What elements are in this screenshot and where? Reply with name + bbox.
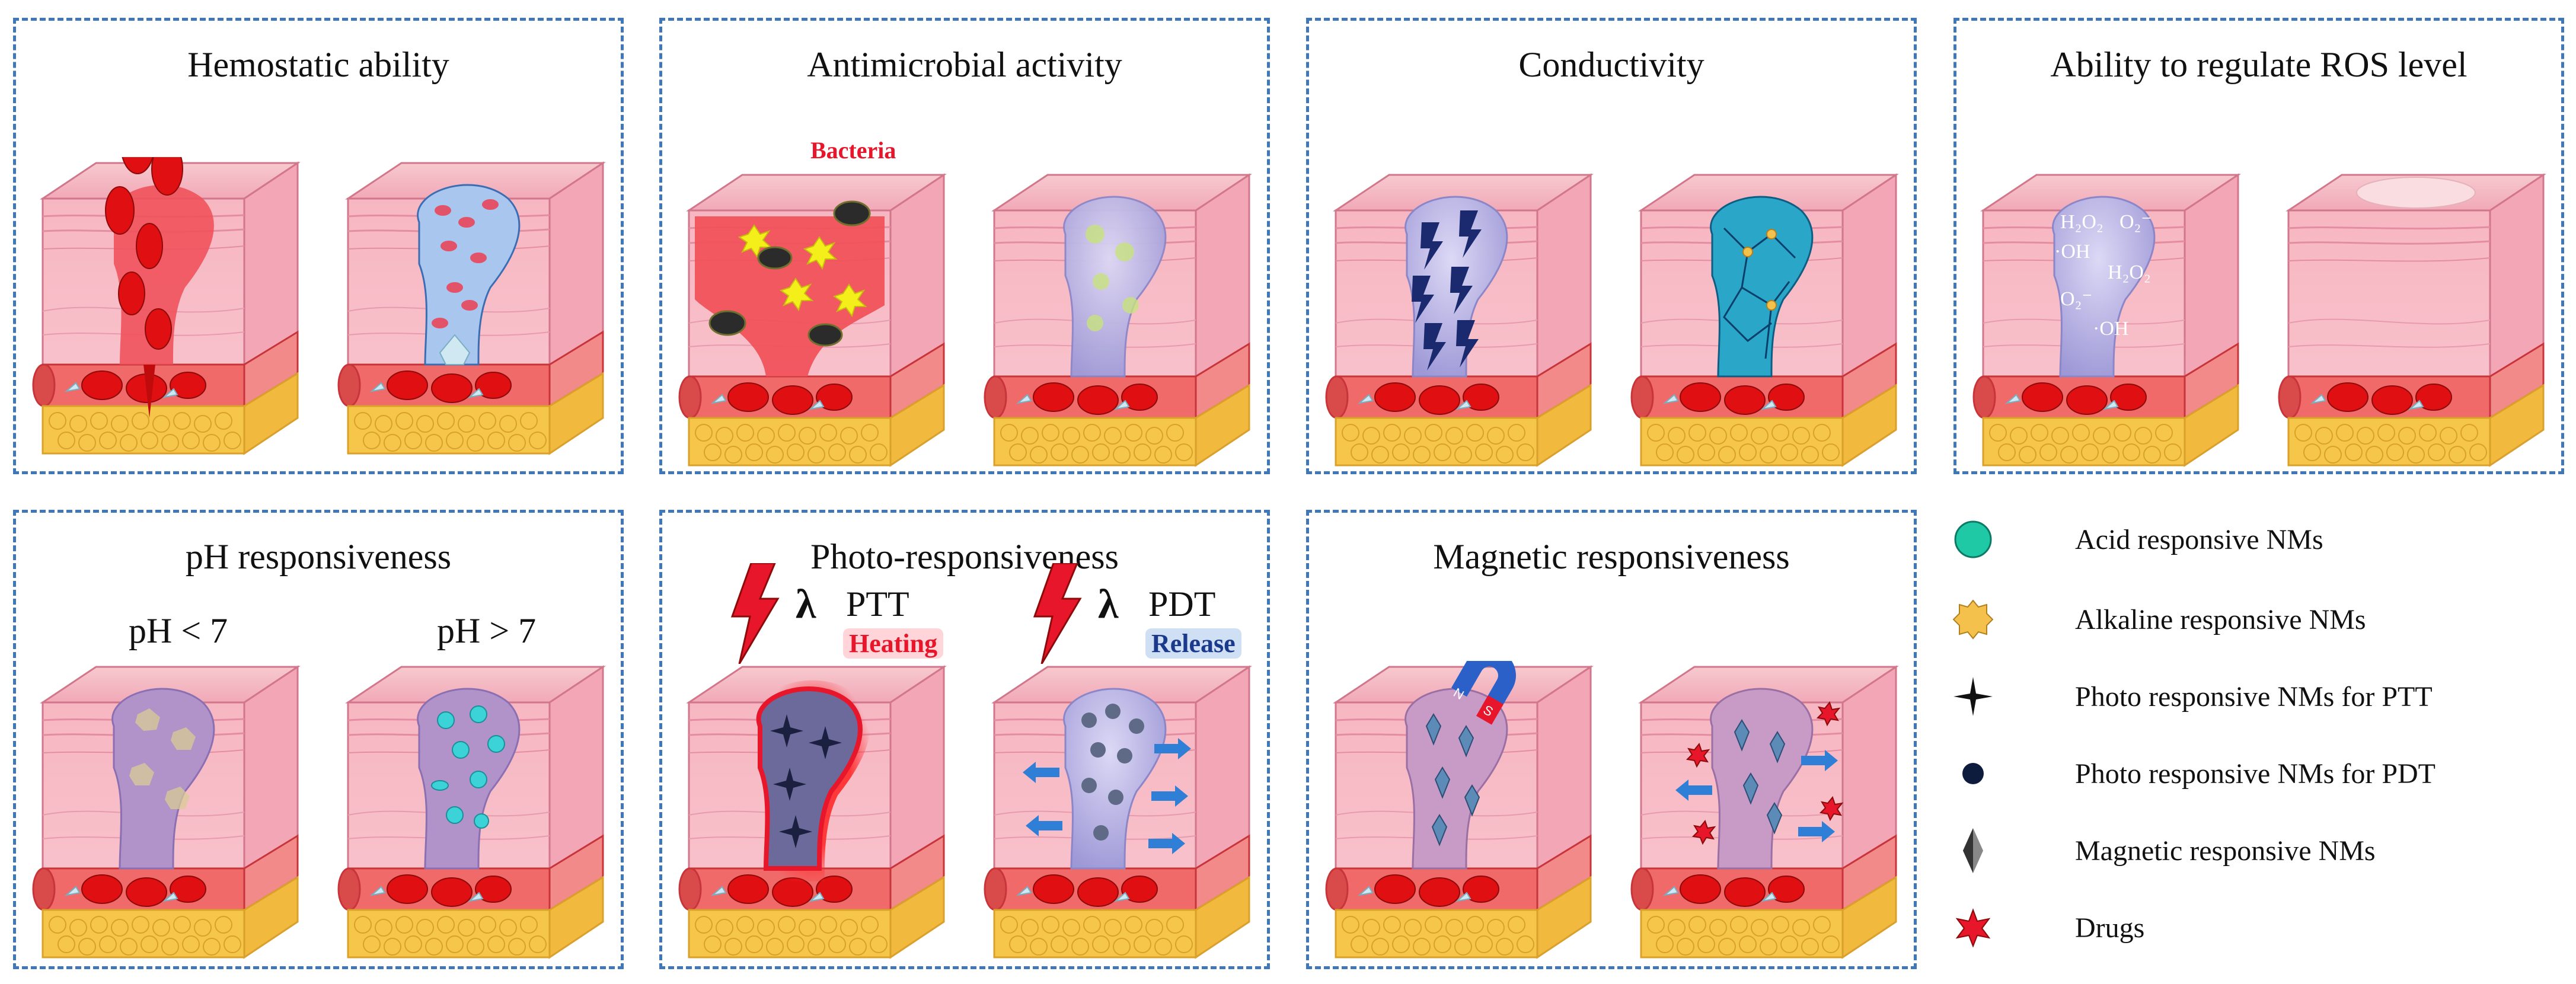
legend-label: Acid responsive NMs	[2075, 523, 2323, 555]
ros-species: ·OH	[2054, 241, 2090, 263]
legend-item-drugs: Drugs	[1955, 901, 2145, 954]
skin-block-alkaline	[336, 661, 615, 963]
panel-antimicrobial: Antimicrobial activity Bacteria	[659, 18, 1270, 474]
laser-bolt-icon	[727, 562, 781, 667]
panel-title: Conductivity	[1518, 45, 1704, 84]
pdt-nm-icon	[1962, 763, 1984, 784]
legend-label: Photo responsive NMs for PTT	[2075, 681, 2433, 713]
skin-block-pdt	[982, 661, 1261, 963]
skin-block-magnetic-release	[1629, 661, 1908, 963]
ptt-label: PTT	[846, 584, 909, 624]
ros-species: ·OH	[2093, 318, 2128, 340]
lambda-symbol: λ	[1098, 582, 1119, 627]
magnet-icon: N S	[1451, 661, 1516, 725]
skin-block-infected	[677, 169, 956, 471]
legend-item-alkaline: Alkaline responsive NMs	[1952, 593, 2366, 646]
legend-item-acid: Acid responsive NMs	[1954, 513, 2323, 566]
ros-species: H₂O₂	[2060, 211, 2103, 233]
skin-block-ptt	[677, 661, 956, 963]
ros-species: H₂O₂	[2108, 261, 2151, 283]
ros-species: O₂⁻	[2060, 288, 2092, 310]
skin-block-conductive-gel	[1324, 169, 1603, 471]
panel-ph: pH responsiveness pH < 7 pH > 7	[13, 510, 624, 969]
ptt-nm-icon	[1953, 677, 1993, 716]
lambda-symbol: λ	[796, 582, 816, 627]
skin-block-hemostasis	[336, 157, 615, 459]
panel-title: Ability to regulate ROS level	[2050, 45, 2468, 84]
skin-block-acidic	[31, 661, 309, 963]
heating-tag: Heating	[843, 628, 944, 659]
skin-block-bleeding	[31, 157, 309, 459]
skin-block-healed	[2277, 169, 2555, 471]
panel-title: Hemostatic ability	[187, 45, 449, 84]
skin-block-magnetic: N S	[1324, 661, 1603, 963]
panel-title: pH responsiveness	[185, 537, 452, 576]
alkaline-nm-icon	[1952, 599, 1994, 640]
panel-magnetic: Magnetic responsiveness N S	[1306, 510, 1917, 969]
panel-hemostatic: Hemostatic ability	[13, 18, 624, 474]
pdt-label: PDT	[1148, 584, 1216, 624]
legend-item-magnetic: Magnetic responsive NMs	[1956, 824, 2376, 877]
panel-title: Magnetic responsiveness	[1433, 537, 1790, 576]
magnetic-nm-icon	[1963, 828, 1983, 873]
skin-block-conductive-network	[1629, 169, 1908, 471]
acidic-label: pH < 7	[129, 611, 228, 650]
panel-ros: Ability to regulate ROS level H₂O₂ O₂⁻ ·…	[1953, 18, 2564, 474]
bacteria-label: Bacteria	[810, 137, 896, 164]
legend-label: Drugs	[2075, 912, 2145, 944]
panel-photo: Photo-responsiveness λ PTT Heating λ PDT…	[659, 510, 1270, 969]
laser-bolt-icon	[1030, 562, 1083, 667]
legend-label: Alkaline responsive NMs	[2075, 603, 2366, 635]
skin-block-antibacterial-gel	[982, 169, 1261, 471]
alkaline-label: pH > 7	[437, 611, 537, 650]
release-tag: Release	[1145, 628, 1241, 659]
legend-item-ptt: Photo responsive NMs for PTT	[1953, 670, 2433, 723]
legend-item-pdt: Photo responsive NMs for PDT	[1956, 747, 2435, 800]
drug-icon	[1955, 908, 1991, 948]
panel-title: Antimicrobial activity	[807, 45, 1122, 84]
acid-nm-icon	[1954, 520, 1992, 558]
skin-block-ros-wound: H₂O₂ O₂⁻ ·OH H₂O₂ O₂⁻ ·OH	[1971, 169, 2250, 471]
ros-species: O₂⁻	[2119, 211, 2152, 233]
legend-label: Magnetic responsive NMs	[2075, 835, 2376, 867]
legend-label: Photo responsive NMs for PDT	[2075, 758, 2435, 790]
panel-conductivity: Conductivity	[1306, 18, 1917, 474]
